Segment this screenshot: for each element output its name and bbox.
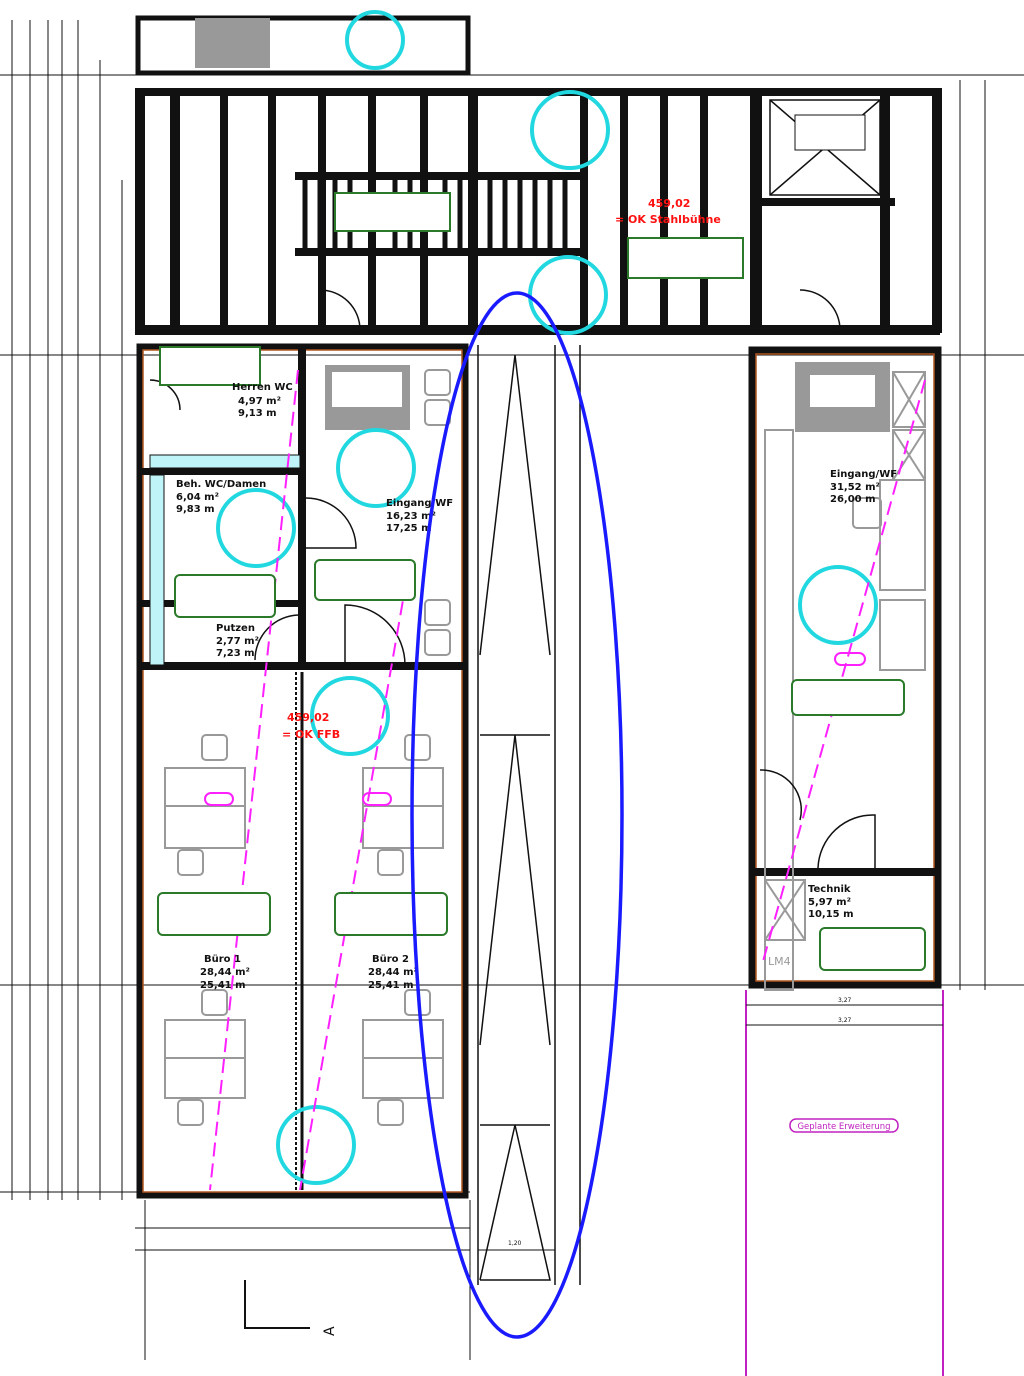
room-perimeter: 9,13 m [238, 408, 277, 419]
room-name: Putzen [216, 623, 255, 634]
room-perimeter: 25,41 m [368, 980, 414, 991]
wheelchair-accessible-icon [798, 565, 878, 645]
room-area: 16,23 m² [386, 511, 436, 522]
room-area: 31,52 m² [830, 482, 880, 493]
top-existing-room [135, 10, 471, 76]
room-perimeter: 10,15 m [808, 909, 854, 920]
room-area: 5,97 m² [808, 897, 851, 908]
ramp-corridor [477, 345, 581, 1285]
floor-level-label: = OK FFB [282, 728, 340, 741]
extension-label: Geplante Erweiterung [797, 1122, 890, 1132]
section-arrow-icon [244, 1280, 310, 1329]
room-area: 2,77 m² [216, 636, 259, 647]
left-building [136, 343, 469, 1199]
note-box [334, 192, 451, 232]
wheelchair-accessible-icon [530, 90, 610, 170]
room-area: 6,04 m² [176, 492, 219, 503]
dimension-label: 3,27 [838, 997, 852, 1004]
wheelchair-accessible-icon [276, 1105, 356, 1185]
wheelchair-accessible-icon [528, 255, 608, 335]
room-name: Büro 1 [204, 954, 241, 965]
room-name: Beh. WC/Damen [176, 479, 266, 490]
note-box [174, 574, 276, 618]
highlight-ellipse [410, 291, 624, 1339]
room-name: Technik [808, 884, 851, 895]
dimension-label: 3,27 [838, 1017, 852, 1024]
room-labels: Herren WC 4,97 m² 9,13 m Beh. WC/Damen 6… [176, 382, 897, 991]
room-perimeter: 25,41 m [200, 980, 246, 991]
room-name: Eingang/WF [386, 498, 453, 509]
section-marker: A [322, 1326, 338, 1336]
note-box [791, 679, 905, 716]
room-perimeter: 17,25 m [386, 523, 432, 534]
room-name: Büro 2 [372, 954, 409, 965]
dimension-label: 1,20 [508, 1240, 522, 1247]
wheelchair-accessible-icon [336, 428, 416, 508]
note-box [159, 346, 261, 386]
room-area: 28,44 m² [368, 967, 418, 978]
room-perimeter: 26,00 m [830, 494, 876, 505]
room-perimeter: 9,83 m [176, 504, 215, 515]
platform-level-value: 459,02 [648, 197, 690, 210]
note-box [627, 237, 744, 279]
wheelchair-accessible-icon [310, 676, 390, 756]
planned-extension: 3,27 3,27 Geplante Erweiterung [745, 990, 944, 1376]
room-area: 28,44 m² [200, 967, 250, 978]
note-box [334, 892, 448, 936]
room-perimeter: 7,23 m [216, 648, 255, 659]
platform-level-label: = OK Stahlbühne [615, 213, 721, 226]
wheelchair-accessible-icon [216, 488, 296, 568]
note-box [819, 927, 926, 971]
room-area: 4,97 m² [238, 396, 281, 407]
room-name: Eingang/WF [830, 469, 897, 480]
room-name: Herren WC [232, 382, 293, 393]
right-building: LM4 [748, 346, 942, 991]
steel-platform: 459,02 = OK Stahlbühne [135, 88, 942, 335]
floor-level-value: 459,02 [287, 711, 329, 724]
note-box [157, 892, 271, 936]
note-box [314, 559, 416, 601]
module-label: LM4 [768, 955, 791, 968]
